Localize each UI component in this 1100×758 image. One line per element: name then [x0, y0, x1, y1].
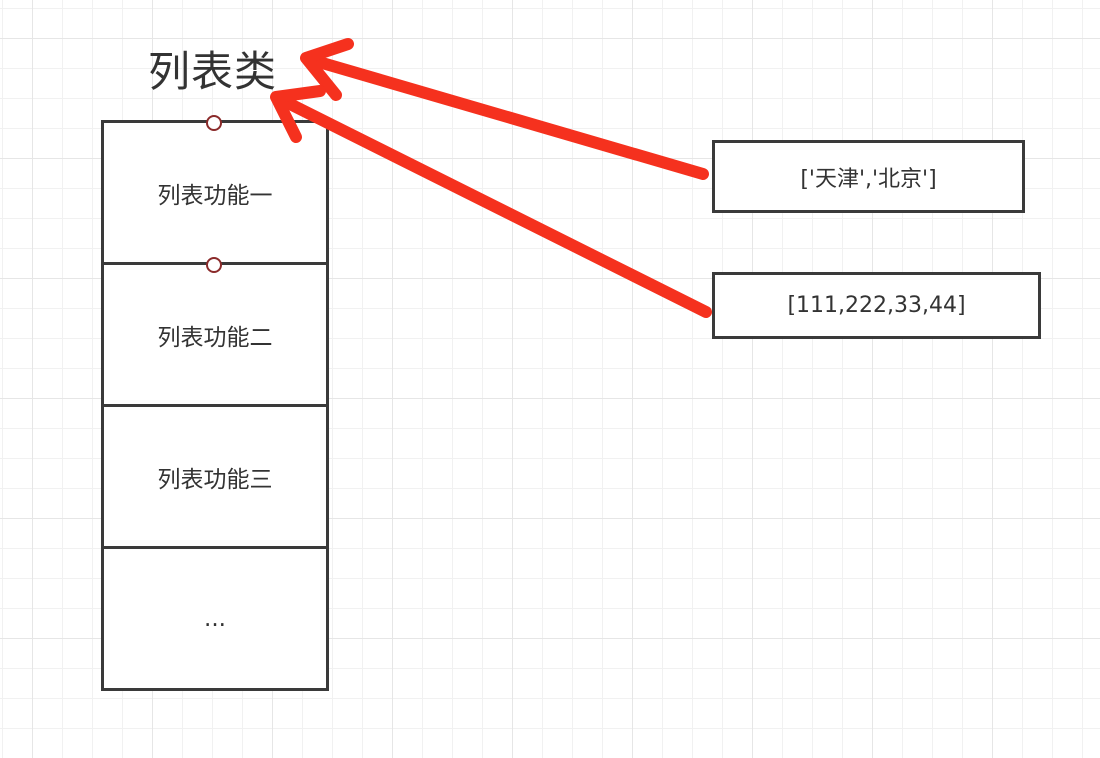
- value-box-label: ['天津','北京']: [800, 166, 937, 192]
- list-item-ellipsis[interactable]: ...: [101, 546, 329, 691]
- class-title: 列表类: [148, 47, 278, 96]
- list-item-label: 列表功能一: [157, 182, 273, 209]
- arrow-cities-to-title: [300, 38, 709, 180]
- list-item-1[interactable]: 列表功能一: [101, 120, 329, 265]
- list-stack: 列表功能一 列表功能二 列表功能三 ...: [101, 115, 329, 691]
- connection-point-icon[interactable]: [206, 257, 222, 273]
- list-item-label: ...: [204, 605, 226, 632]
- value-box-numbers[interactable]: [111,222,33,44]: [712, 272, 1041, 339]
- connection-point-icon[interactable]: [206, 115, 222, 131]
- list-item-label: 列表功能三: [157, 466, 273, 493]
- value-box-cities[interactable]: ['天津','北京']: [712, 140, 1025, 213]
- value-box-label: [111,222,33,44]: [787, 293, 966, 318]
- list-item-label: 列表功能二: [157, 324, 273, 351]
- arrow-numbers-to-title: [270, 85, 712, 318]
